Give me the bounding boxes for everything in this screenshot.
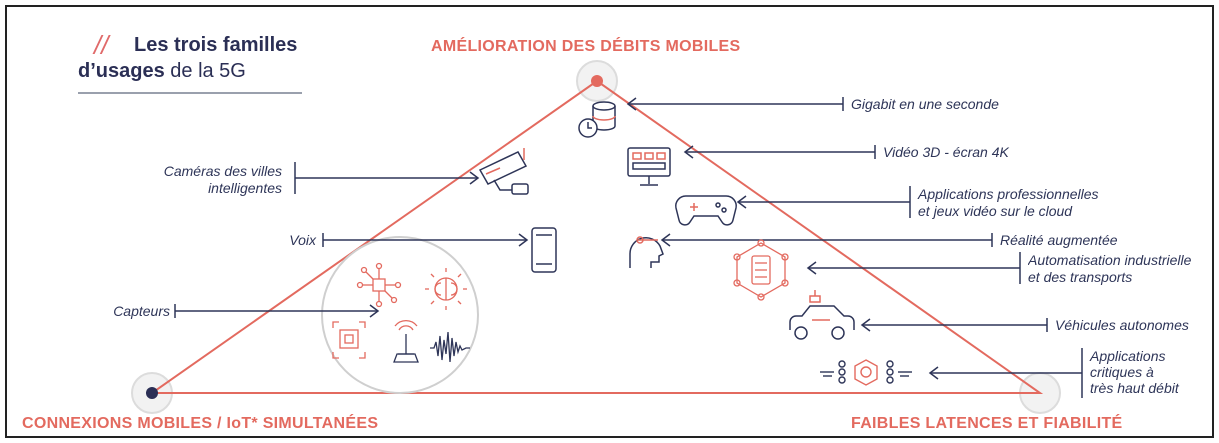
screen-4k-icon <box>627 147 671 186</box>
critical-apps-icon <box>820 359 912 386</box>
label-gigabit: Gigabit en une seconde <box>851 96 999 112</box>
automation-network-icon <box>733 239 789 301</box>
server-clock-icon <box>578 101 616 138</box>
label-realite: Réalité augmentée <box>1000 232 1118 248</box>
top-node-dot <box>591 75 603 87</box>
label-vehicules: Véhicules autonomes <box>1055 317 1189 333</box>
signal-wave-icon <box>430 331 470 363</box>
chip-network-icon <box>356 262 402 308</box>
title-slashes: // <box>94 30 109 60</box>
label-voix: Voix <box>289 232 316 248</box>
augmented-reality-head-icon <box>629 236 664 268</box>
usage-triangle <box>148 79 1044 394</box>
label-capteurs: Capteurs <box>113 303 170 319</box>
heading-bottom-left: CONNEXIONS MOBILES / IoT* SIMULTANÉES <box>22 415 379 432</box>
gamepad-icon <box>675 195 737 226</box>
heading-bottom-right: FAIBLES LATENCES ET FIABILITÉ <box>851 415 1123 432</box>
chip-frame-icon <box>332 321 366 359</box>
title-line-2: d’usages de la 5G <box>78 60 246 83</box>
iot-cluster-circle <box>321 236 479 394</box>
security-camera-icon <box>478 148 529 195</box>
label-video: Vidéo 3D - écran 4K <box>883 144 1009 160</box>
title-bold-part: d’usages <box>78 60 165 82</box>
heading-top: AMÉLIORATION DES DÉBITS MOBILES <box>431 38 741 55</box>
label-apps: Applications professionnelles et jeux vi… <box>918 186 1099 219</box>
frame-border <box>5 5 1214 438</box>
label-automatisation: Automatisation industrielle et des trans… <box>1028 252 1192 285</box>
label-critiques: Applications critiques à très haut débit <box>1090 348 1179 396</box>
title-line-1: Les trois familles <box>134 34 298 56</box>
title-rest-part: de la 5G <box>164 60 246 82</box>
autonomous-car-icon <box>789 290 855 340</box>
smartphone-icon <box>531 227 557 273</box>
antenna-station-icon <box>393 320 419 363</box>
label-cameras: Caméras des villes intelligentes <box>163 163 282 196</box>
sensor-dial-icon <box>425 268 467 310</box>
left-node-dot <box>146 387 158 399</box>
